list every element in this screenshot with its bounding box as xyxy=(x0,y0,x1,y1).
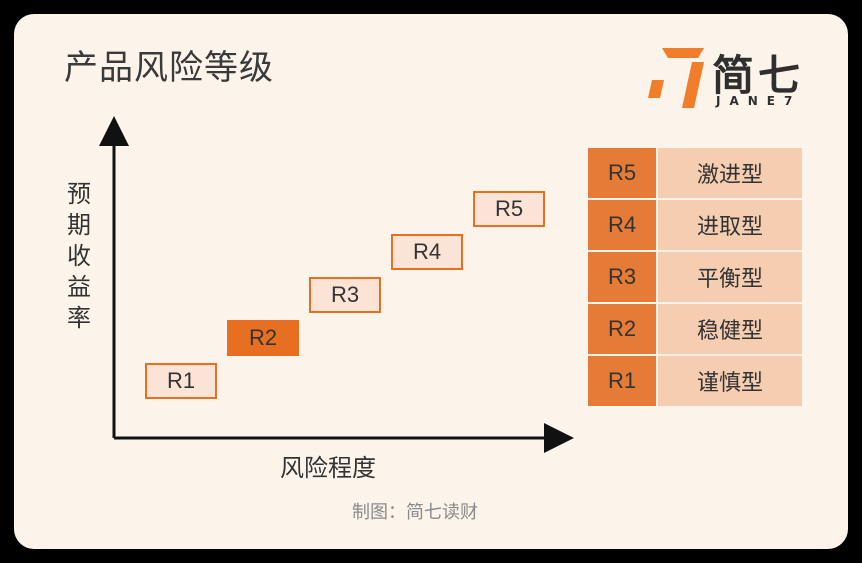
legend-name: 平衡型 xyxy=(656,252,802,302)
axes xyxy=(99,116,574,453)
risk-step-r4: R4 xyxy=(391,234,463,270)
legend-code: R4 xyxy=(588,200,656,250)
risk-step-r5: R5 xyxy=(473,191,545,227)
legend-name: 进取型 xyxy=(656,200,802,250)
risk-step-r3: R3 xyxy=(309,277,381,313)
logo: 简七 JANE7 xyxy=(646,32,816,114)
logo-mark-icon xyxy=(648,48,704,108)
legend-code: R2 xyxy=(588,304,656,354)
risk-legend-table: R5 激进型 R4 进取型 R3 平衡型 R2 稳健型 R1 谨慎型 xyxy=(588,146,802,408)
risk-step-r1: R1 xyxy=(145,363,217,399)
page-title: 产品风险等级 xyxy=(64,48,274,88)
risk-step-r2: R2 xyxy=(227,320,299,356)
legend-code: R5 xyxy=(588,148,656,198)
legend-name: 激进型 xyxy=(656,148,802,198)
y-axis-label: 预期收益率 xyxy=(67,180,91,332)
image-credit: 制图：简七读财 xyxy=(352,502,478,523)
legend-row: R5 激进型 xyxy=(588,148,802,198)
legend-row: R2 稳健型 xyxy=(588,304,802,354)
legend-code: R3 xyxy=(588,252,656,302)
logo-name-en: JANE7 xyxy=(716,94,802,108)
legend-row: R1 谨慎型 xyxy=(588,356,802,406)
x-axis-label: 风险程度 xyxy=(280,454,376,482)
infographic-card: 产品风险等级 简七 JANE7 预期收益率 风险程度 R1 R2 R3 R4 R… xyxy=(14,14,848,549)
legend-name: 谨慎型 xyxy=(656,356,802,406)
legend-row: R4 进取型 xyxy=(588,200,802,250)
logo-name-cn: 简七 xyxy=(712,51,805,100)
legend-code: R1 xyxy=(588,356,656,406)
legend-name: 稳健型 xyxy=(656,304,802,354)
legend-row: R3 平衡型 xyxy=(588,252,802,302)
